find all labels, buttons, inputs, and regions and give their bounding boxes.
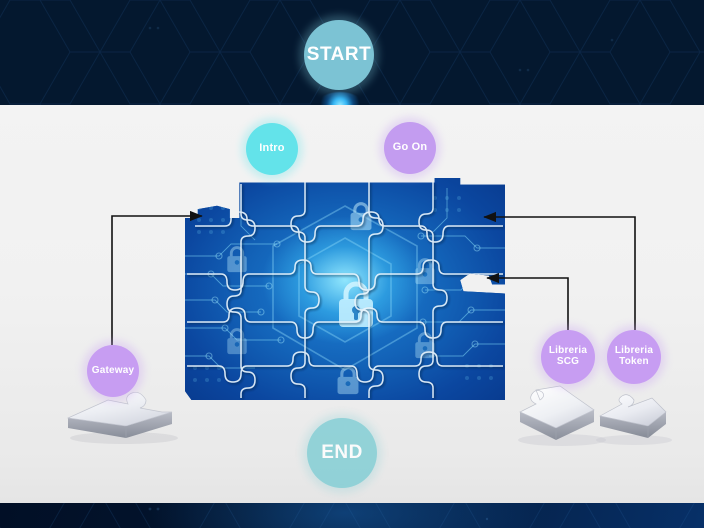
node-start[interactable]: START xyxy=(304,20,374,90)
node-start-label: START xyxy=(306,43,372,65)
node-libreria-scg-label-line2: SCG xyxy=(556,356,580,367)
node-libreria-scg[interactable]: Libreria SCG xyxy=(541,330,595,384)
circuit-pattern xyxy=(185,188,505,382)
padlock-icon xyxy=(337,366,359,395)
node-libreria-token-label-line1: Libreria xyxy=(614,345,654,357)
node-libreria-scg-label: Libreria SCG xyxy=(548,345,588,368)
bottom-banner xyxy=(0,503,704,528)
arrow-token-to-board xyxy=(483,211,636,330)
node-libreria-scg-label-line1: Libreria xyxy=(548,345,588,357)
node-go-on[interactable]: Go On xyxy=(384,122,436,174)
node-libreria-token-label: Libreria Token xyxy=(614,345,654,368)
node-end[interactable]: END xyxy=(307,418,377,488)
padlock-icon xyxy=(227,328,247,355)
white-3d-puzzle-piece xyxy=(518,385,606,446)
glow-accent-top xyxy=(317,92,363,105)
hexagon-pattern-bottom xyxy=(0,503,695,528)
node-intro-label: Intro xyxy=(259,142,285,155)
node-gateway[interactable]: Gateway xyxy=(87,345,139,397)
white-3d-puzzle-piece xyxy=(596,394,672,445)
padlock-icon xyxy=(339,281,373,327)
padlock-icon xyxy=(227,246,247,273)
node-go-on-label: Go On xyxy=(392,141,428,154)
padlock-icon xyxy=(415,258,435,285)
puzzle-board-surface xyxy=(185,178,505,400)
node-intro[interactable]: Intro xyxy=(246,123,298,175)
jigsaw-cut-lines xyxy=(187,182,503,398)
node-end-label: END xyxy=(321,441,363,463)
bottom-banner-background xyxy=(0,503,704,528)
node-libreria-token[interactable]: Libreria Token xyxy=(607,330,661,384)
node-libreria-token-label-line2: Token xyxy=(619,356,649,367)
puzzle-board-graphic xyxy=(185,178,505,400)
node-gateway-label: Gateway xyxy=(91,364,135,376)
white-3d-puzzle-piece xyxy=(66,391,178,444)
